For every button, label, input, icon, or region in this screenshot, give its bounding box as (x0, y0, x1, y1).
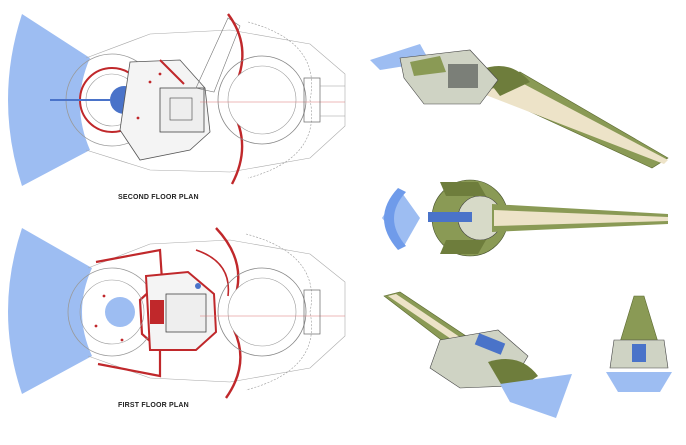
water-wedge (606, 372, 672, 392)
blue-pool-strip (428, 212, 472, 222)
glass-block (448, 64, 478, 88)
front-view (606, 295, 672, 392)
column-dot (120, 338, 124, 342)
red-curved-wall-lower (230, 117, 244, 185)
circular-hall-inner (79, 279, 145, 345)
site-outline (87, 239, 346, 383)
red-curved-wall-lower (225, 329, 242, 399)
amphitheatre-stage (227, 65, 297, 135)
second-floor-plan-title: SECOND FLOOR PLAN (118, 194, 199, 201)
amphitheatre-ring (217, 267, 307, 357)
green-terrace (410, 56, 446, 76)
top-view (382, 179, 668, 257)
amphitheatre-steps (247, 21, 312, 179)
terraced-steps (440, 182, 486, 254)
fountain-dot (195, 283, 201, 289)
stair-fan (195, 17, 241, 93)
water-fan (8, 14, 90, 186)
red-wall-segment (159, 59, 185, 85)
column-dot (94, 324, 98, 328)
core-atrium (169, 97, 193, 121)
central-pool (105, 297, 135, 327)
water-fan (8, 228, 92, 394)
amphitheatre-stage (227, 277, 297, 347)
bird-eye-view (383, 291, 572, 418)
column-dot (148, 80, 152, 84)
cream-walkway (478, 82, 668, 164)
column-dot (136, 116, 140, 120)
entry-block (303, 289, 321, 335)
amphitheatre-bowl (480, 66, 530, 96)
entry-block (303, 77, 321, 123)
red-entry-block (150, 300, 164, 324)
site-outline (85, 29, 346, 173)
water-wedge (500, 374, 572, 418)
amphitheatre-steps (245, 233, 312, 391)
column-dot (102, 294, 106, 298)
column-dot (158, 72, 162, 76)
core-room (165, 293, 207, 333)
red-perimeter-wall (95, 248, 164, 378)
amphitheatre-bowl (488, 359, 538, 396)
aerial-perspective (370, 44, 669, 169)
core-room (159, 87, 205, 133)
cream-deck (494, 210, 668, 226)
second-floor-plan (8, 13, 346, 186)
first-floor-plan-title: FIRST FLOOR PLAN (118, 402, 189, 409)
amphitheatre-ring (217, 55, 307, 145)
first-floor-plan (8, 227, 346, 399)
blue-pool (632, 344, 646, 362)
water-arc (384, 188, 406, 250)
red-inner-arc (195, 249, 230, 297)
blue-pool (474, 333, 506, 355)
